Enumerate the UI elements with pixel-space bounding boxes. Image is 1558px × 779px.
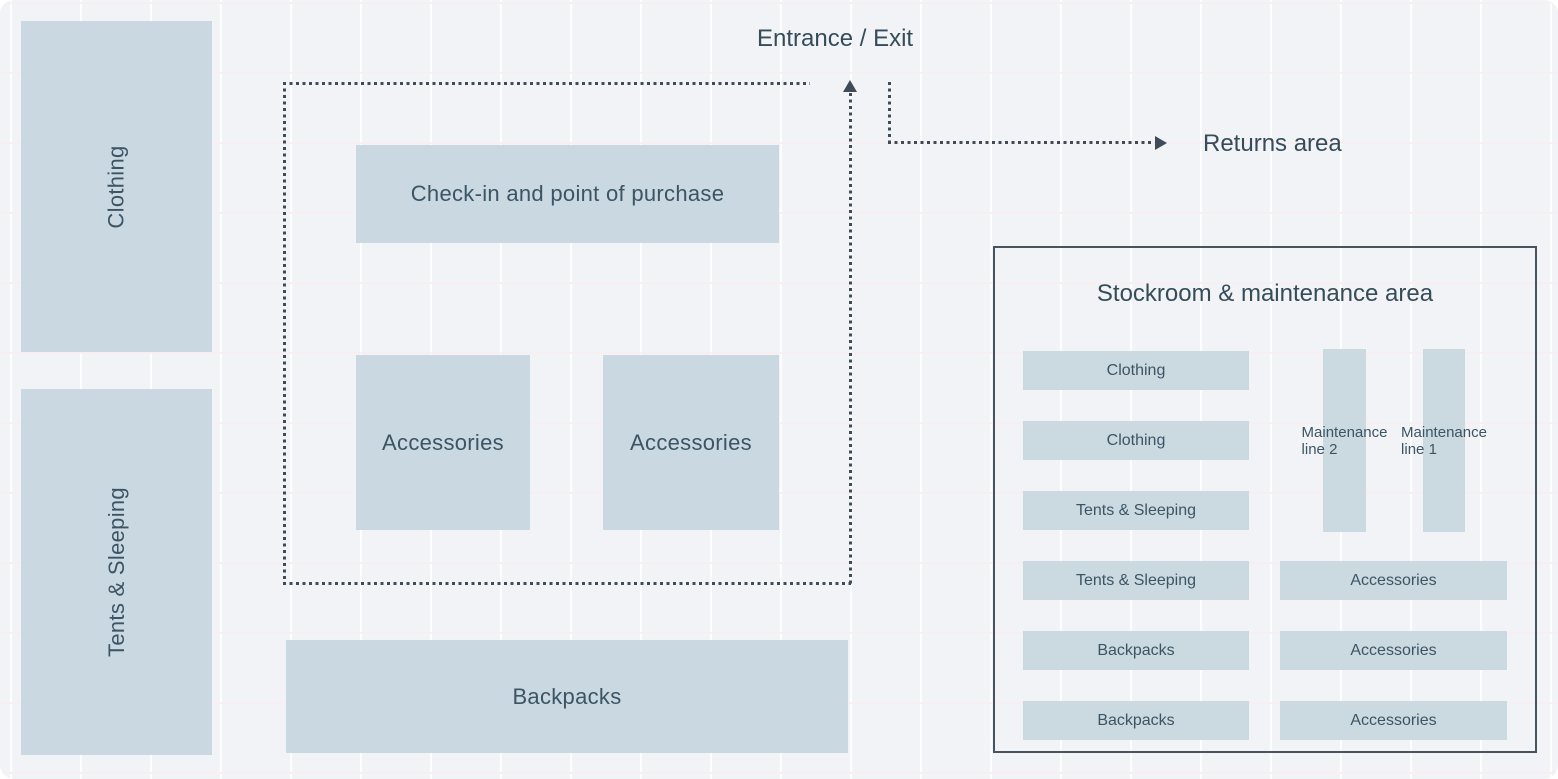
floor-block-backpacks-label: Backpacks (512, 683, 622, 709)
stockroom-shelf-backpacks-2: Backpacks (1023, 701, 1249, 740)
stockroom-maintenance-line-2: Maintenance line 2 (1302, 349, 1387, 532)
stockroom-shelf-tents-2: Tents & Sleeping (1023, 561, 1249, 600)
floor-block-accessories-left-label: Accessories (382, 429, 504, 455)
floor-block-backpacks: Backpacks (286, 640, 848, 753)
stockroom-shelf-backpacks-1: Backpacks (1023, 631, 1249, 670)
floor-block-checkin: Check-in and point of purchase (356, 145, 779, 243)
stockroom-shelf-accessories-1: Accessories (1280, 561, 1507, 600)
stockroom-maintenance-line-1: Maintenance line 1 (1401, 349, 1487, 532)
shelf-label: Backpacks (1097, 641, 1175, 659)
shelf-label: Accessories (1350, 641, 1437, 659)
queue-area-border-bottom (283, 582, 851, 585)
stockroom-shelf-accessories-2: Accessories (1280, 631, 1507, 670)
stockroom-shelf-accessories-3: Accessories (1280, 701, 1507, 740)
queue-area-border-right (849, 93, 852, 585)
stockroom-area: Stockroom & maintenance area (993, 246, 1537, 753)
entrance-exit-label: Entrance / Exit (757, 25, 914, 52)
maintenance-line-2-label: Maintenance line 2 (1301, 423, 1388, 458)
shelf-label: Clothing (1106, 431, 1166, 449)
floor-block-accessories-left: Accessories (356, 355, 530, 530)
floor-block-checkin-label: Check-in and point of purchase (410, 181, 725, 206)
floor-block-tents-sleeping-label: Tents & Sleeping (103, 487, 129, 657)
floor-block-clothing: Clothing (21, 21, 212, 352)
shelf-label: Accessories (1350, 571, 1437, 589)
maintenance-line-1-label: Maintenance line 1 (1401, 423, 1487, 458)
shelf-label: Tents & Sleeping (1075, 501, 1197, 519)
shelf-label: Clothing (1106, 361, 1166, 379)
queue-area-border-left (283, 82, 286, 585)
returns-path-vertical (888, 82, 891, 143)
returns-area-label: Returns area (1203, 130, 1342, 157)
shelf-label: Accessories (1350, 711, 1437, 729)
stockroom-shelf-clothing-2: Clothing (1023, 421, 1249, 460)
returns-path-horizontal (888, 141, 1154, 144)
stockroom-title: Stockroom & maintenance area (1096, 280, 1434, 307)
returns-arrow-icon (1155, 136, 1167, 150)
shelf-label: Tents & Sleeping (1075, 571, 1197, 589)
floor-block-tents-sleeping: Tents & Sleeping (21, 389, 212, 755)
shelf-label: Backpacks (1097, 711, 1175, 729)
stockroom-shelf-tents-1: Tents & Sleeping (1023, 491, 1249, 530)
floor-block-accessories-right: Accessories (603, 355, 779, 530)
queue-area-border-top (283, 82, 810, 85)
exit-arrow-icon (843, 80, 857, 92)
stockroom-shelf-clothing-1: Clothing (1023, 351, 1249, 390)
floor-block-clothing-label: Clothing (103, 144, 129, 229)
floor-block-accessories-right-label: Accessories (630, 429, 752, 455)
